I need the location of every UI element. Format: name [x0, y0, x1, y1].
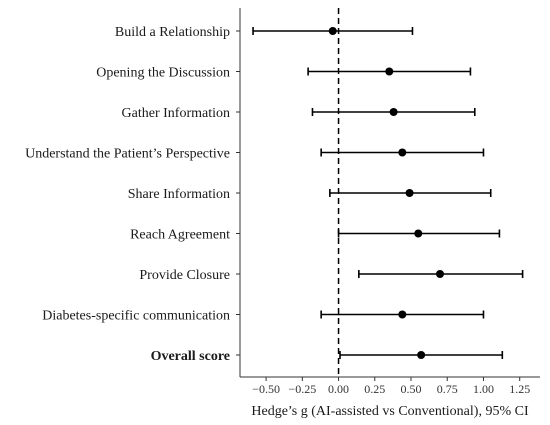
category-label: Build a Relationship — [115, 25, 230, 40]
category-label: Gather Information — [122, 106, 230, 121]
category-label: Overall score — [151, 349, 230, 364]
estimate-point — [385, 67, 394, 76]
category-label: Reach Agreement — [130, 228, 230, 243]
category-label: Provide Closure — [139, 268, 230, 283]
x-tick-label: −0.50 — [252, 382, 280, 396]
estimate-point — [436, 270, 444, 278]
y-ticks — [236, 30, 240, 356]
x-tick-label: 0.50 — [401, 382, 422, 396]
category-label: Opening the Discussion — [96, 66, 230, 81]
category-label: Diabetes-specific communication — [42, 309, 230, 324]
x-tick-label: 0.75 — [437, 382, 458, 396]
x-tick-label: 0.25 — [364, 382, 385, 396]
estimate-point — [405, 189, 414, 197]
x-tick-label: 0.00 — [328, 382, 349, 396]
estimate-marks — [252, 27, 524, 359]
category-label: Share Information — [128, 187, 230, 202]
category-label: Understand the Patient’s Perspective — [25, 147, 230, 162]
x-axis-title: Hedge’s g (AI-assisted vs Conventional),… — [251, 404, 529, 419]
x-tick-label: 1.25 — [509, 382, 530, 396]
estimate-point — [414, 229, 423, 238]
estimate-point — [398, 310, 407, 319]
x-tick-label: 1.00 — [473, 382, 494, 396]
estimate-point — [417, 351, 426, 359]
x-ticks: −0.50 −0.25 0.00 0.25 0.50 0.75 1.00 1.25 — [252, 377, 530, 396]
estimate-point — [389, 108, 398, 116]
estimate-point — [328, 27, 337, 35]
x-tick-label: −0.25 — [288, 382, 316, 396]
estimate-point — [398, 148, 407, 157]
